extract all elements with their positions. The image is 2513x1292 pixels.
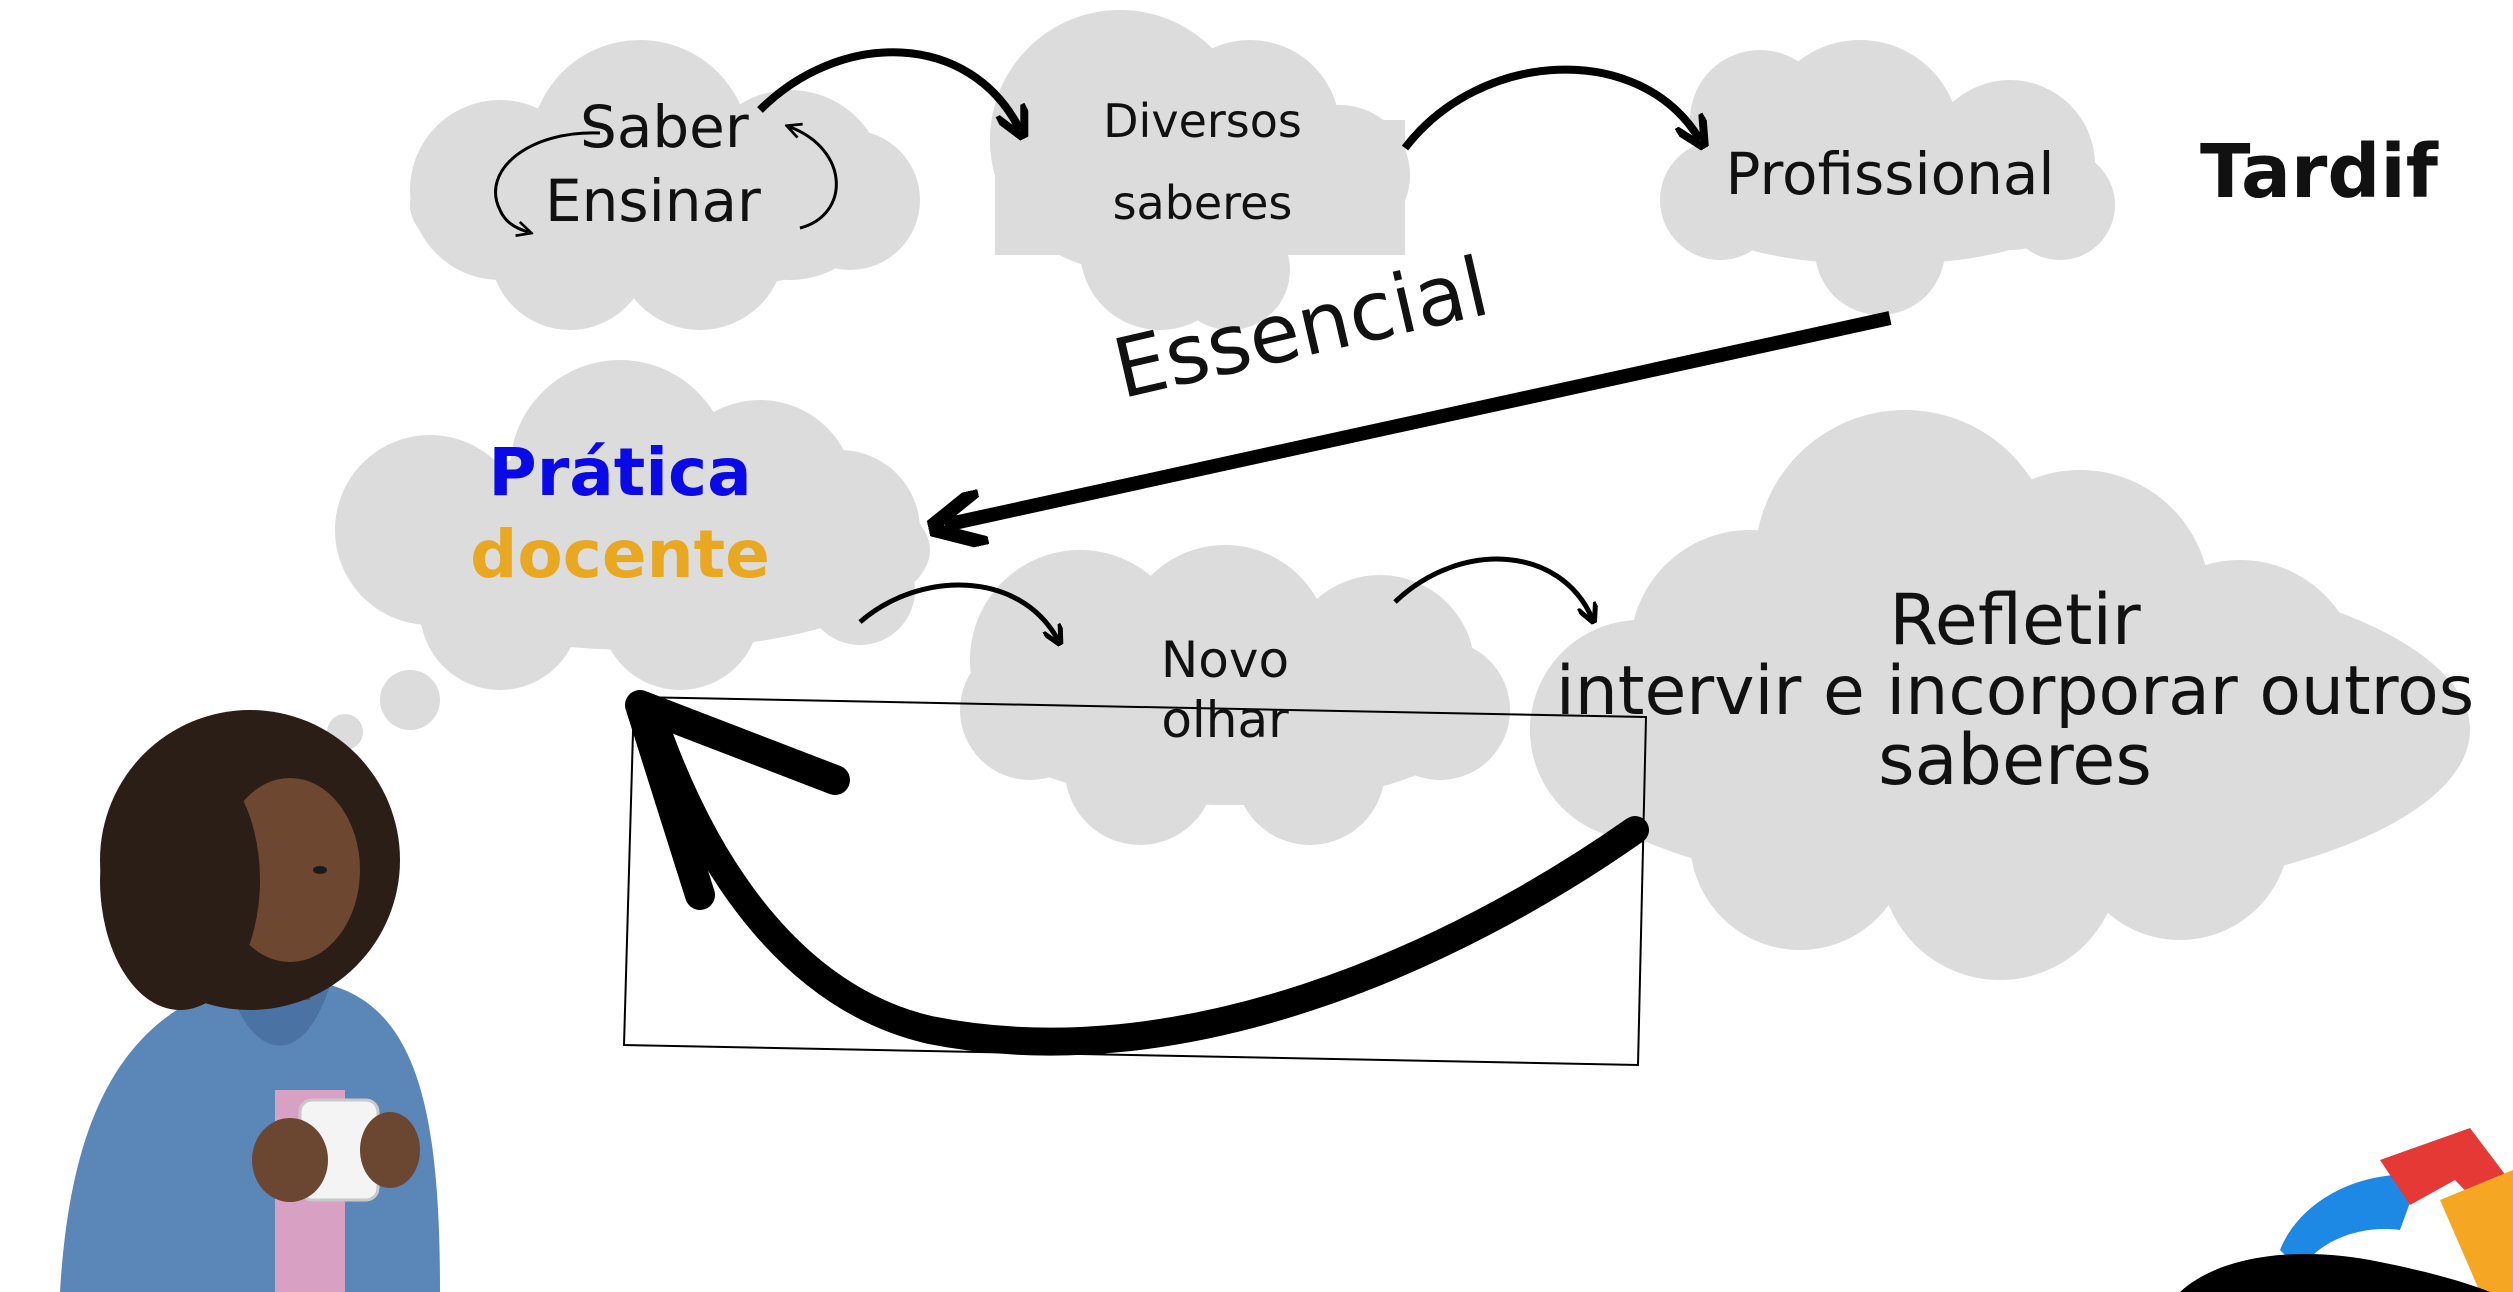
node-intervir-label: intervir e incorporar outros <box>1555 652 2475 731</box>
author-label: Tardif <box>2200 129 2438 215</box>
node-docente-label: docente <box>470 516 770 593</box>
cloud-refletir <box>1530 410 2470 980</box>
node-olhar-label: olhar <box>1161 691 1289 749</box>
node-profissional-label: Profissional <box>1725 140 2055 208</box>
arrow-pratica-to-novo-olhar <box>858 582 1058 640</box>
arrow-essencial <box>945 311 1892 525</box>
selection-frame <box>622 695 1648 1067</box>
cycle-arrow-left <box>494 131 601 232</box>
person-illustration <box>60 710 440 1292</box>
node-pratica-label: Prática <box>488 434 752 511</box>
arrow-return-big <box>641 711 1649 1056</box>
node-saberes-2-label: saberes <box>1878 719 2152 801</box>
cloud-novo-olhar <box>960 545 1510 845</box>
cloud-pratica-docente <box>335 360 930 690</box>
cycle-arrow-right <box>790 127 838 230</box>
node-novo-label: Novo <box>1160 631 1290 689</box>
arrowhead-return-big <box>625 690 850 910</box>
node-ensinar-label: Ensinar <box>545 167 761 235</box>
logo <box>2180 1128 2513 1292</box>
arrow-diversos-to-profissional <box>1401 65 1700 148</box>
cloud-profissional <box>1660 40 2115 315</box>
cloud-diversos-saberes <box>990 10 1410 330</box>
node-refletir-label: Refletir <box>1889 579 2141 661</box>
node-saberes-label: saberes <box>1112 176 1293 230</box>
cloud-saber-ensinar <box>410 40 920 330</box>
arrow-novo-olhar-to-refletir <box>1393 556 1592 618</box>
node-diversos-label: Diversos <box>1103 94 1302 148</box>
arrow-saber-to-diversos <box>757 48 1020 130</box>
thought-bubble-large <box>380 670 440 730</box>
node-saber-label: Saber <box>580 93 749 161</box>
